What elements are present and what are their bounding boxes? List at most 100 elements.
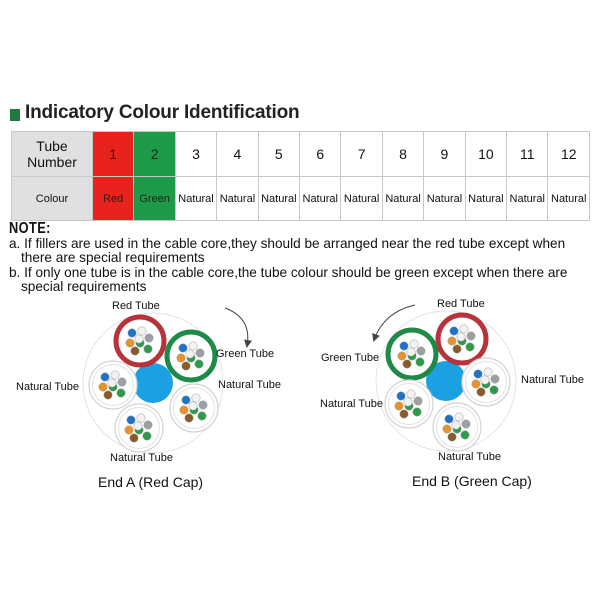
fiber-dot: [447, 432, 457, 442]
fiber-dot: [456, 332, 466, 342]
end-a-rotation-arrow-icon: [224, 307, 252, 348]
end-a-green-tube-label: Green Tube: [216, 348, 275, 360]
fiber-dot: [144, 333, 154, 343]
note-a-line1: a. If fillers are used in the cable core…: [9, 235, 566, 251]
tube-number-cell: 12: [547, 131, 590, 177]
note-b-line2: special requirements: [21, 279, 147, 295]
colour-cell: Natural: [547, 176, 590, 221]
heading-square-icon: [10, 109, 20, 121]
central-member: [426, 361, 466, 401]
fiber-dot: [107, 378, 117, 388]
fiber-dot: [461, 419, 471, 429]
tube-number-cell: 11: [506, 131, 549, 177]
end-b-caption: End B (Green Cap): [412, 473, 532, 489]
fiber-dot: [142, 431, 152, 441]
tube-inner-ring: [465, 361, 507, 403]
fiber-dot: [194, 359, 204, 369]
red-tube-icon: [435, 312, 489, 366]
fiber-dot: [413, 396, 423, 406]
green-tube-icon: [385, 327, 439, 381]
colour-cell: Red: [91, 176, 135, 221]
end-a-natural-left-label: Natural Tube: [16, 381, 79, 393]
end-a-natural-right-label: Natural Tube: [218, 379, 281, 391]
fiber-dot: [129, 433, 139, 443]
fiber-dot: [181, 361, 191, 371]
tube-inner-ring: [92, 364, 134, 406]
fiber-dot: [396, 391, 406, 401]
fiber-dot: [178, 343, 188, 353]
end-a-caption: End A (Red Cap): [98, 474, 204, 490]
fiber-dot: [406, 389, 416, 399]
end-b-rotation-arrow-icon: [372, 304, 416, 342]
colour-row: Colour Red Green Natural Natural Natural…: [11, 176, 590, 221]
end-b-green-tube-label: Green Tube: [321, 352, 380, 364]
colour-cell: Natural: [464, 176, 508, 221]
colour-cell: Green: [133, 176, 176, 221]
fiber-dot: [98, 382, 108, 392]
natural-tube-icon: [384, 379, 434, 429]
fiber-dot: [452, 344, 462, 354]
note-a-line2: there are special requirements: [21, 250, 205, 266]
natural-tube-icon: [461, 357, 511, 407]
end-b-natural-bottom-label: Natural Tube: [438, 451, 501, 463]
fiber-dot: [476, 387, 486, 397]
end-b-diagram: [375, 310, 517, 452]
tube-number-cell: 9: [423, 131, 466, 177]
note-heading: NOTE:: [9, 220, 51, 237]
note-block: NOTE: a. If fillers are used in the cabl…: [9, 220, 595, 295]
colour-cell: Natural: [506, 176, 549, 221]
tube-inner-ring: [173, 387, 215, 429]
central-member: [133, 363, 173, 403]
fiber-dot: [176, 353, 186, 363]
fiber-dot: [459, 324, 469, 334]
fiber-dot: [116, 388, 126, 398]
fiber-dot: [480, 375, 490, 385]
fiber-dot: [447, 336, 457, 346]
fiber-dot: [117, 377, 127, 387]
tube-inner-ring: [436, 406, 478, 448]
fiber-dot: [198, 400, 208, 410]
fiber-dot: [179, 405, 189, 415]
natural-tube-icon: [88, 360, 138, 410]
natural-tube-icon: [169, 383, 219, 433]
fiber-dot: [137, 326, 147, 336]
fiber-dot: [397, 351, 407, 361]
fiber-dot: [125, 338, 135, 348]
end-a-natural-bottom-label: Natural Tube: [110, 452, 173, 464]
natural-tube-icon: [432, 402, 482, 452]
fiber-dot: [195, 348, 205, 358]
end-b-red-tube-label: Red Tube: [437, 298, 485, 310]
fiber-dot: [483, 367, 493, 377]
fiber-dot: [197, 411, 207, 421]
fiber-dot: [454, 412, 464, 422]
end-b-natural-left-label: Natural Tube: [320, 398, 383, 410]
colour-table: Tube Number 1 2 3 4 5 6 7 8 9 10 11 12 C…: [11, 131, 590, 221]
fiber-dot: [460, 430, 470, 440]
fiber-dot: [490, 374, 500, 384]
fiber-dot: [136, 413, 146, 423]
red-tube-icon: [113, 314, 167, 368]
tube-inner-ring: [388, 383, 430, 425]
fiber-dot: [103, 390, 113, 400]
fiber-dot: [466, 331, 476, 341]
fiber-dot: [130, 346, 140, 356]
fiber-dot: [143, 344, 153, 354]
fiber-dot: [185, 349, 195, 359]
colour-cell: Natural: [299, 176, 342, 221]
colour-cell: Natural: [381, 176, 425, 221]
colour-label: Colour: [11, 176, 93, 221]
tube-number-cell: 6: [299, 131, 342, 177]
fiber-dot: [399, 409, 409, 419]
fiber-dot: [110, 370, 120, 380]
end-b-natural-right-label: Natural Tube: [521, 374, 584, 386]
fiber-dot: [191, 393, 201, 403]
colour-cell: Natural: [257, 176, 301, 221]
tube-inner-ring: [118, 407, 160, 449]
note-b-line1: b. If only one tube is in the cable core…: [9, 264, 568, 280]
fiber-dot: [181, 395, 191, 405]
fiber-dot: [127, 328, 137, 338]
fiber-dot: [471, 379, 481, 389]
fiber-dot: [143, 420, 153, 430]
tube-number-cell: 2: [133, 131, 176, 177]
